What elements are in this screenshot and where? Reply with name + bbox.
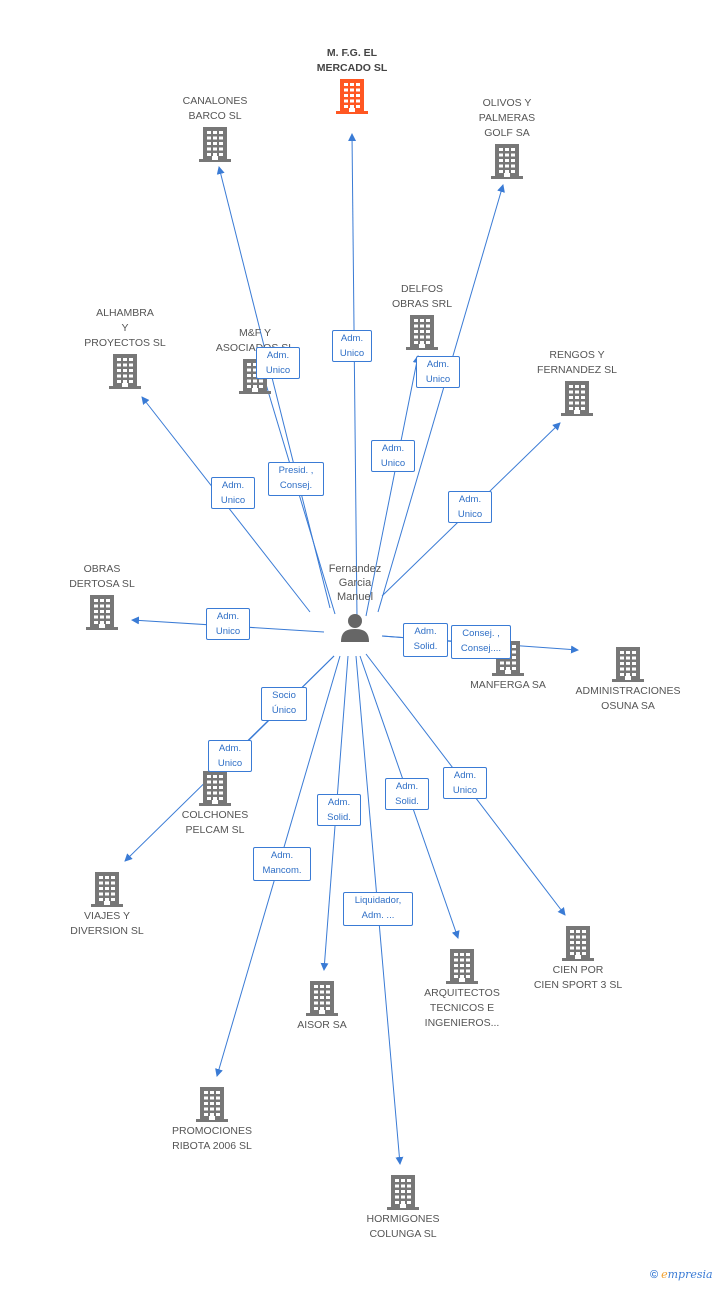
building-icon [336, 79, 368, 114]
relation-label-admin[interactable]: Consej. , Consej.... [451, 625, 511, 659]
company-node-aisor[interactable]: AISOR SA [257, 978, 387, 1033]
brand-logo: ©empresia [650, 1268, 713, 1281]
company-node-admin[interactable]: ADMINISTRACIONES OSUNA SA [563, 644, 693, 714]
relation-label-myf[interactable]: Presid. , Consej. [268, 462, 324, 496]
building-icon [612, 647, 644, 682]
company-name: DELFOS OBRAS SRL [391, 283, 453, 310]
relation-label-manferga[interactable]: Adm. Solid. [403, 623, 448, 657]
building-icon [196, 1087, 228, 1122]
company-node-arquitectos[interactable]: ARQUITECTOS TECNICOS E INGENIEROS... [397, 946, 527, 1031]
company-name: RENGOS Y FERNANDEZ SL [537, 349, 617, 376]
company-name: OLIVOS Y PALMERAS GOLF SA [478, 97, 536, 139]
company-name: PROMOCIONES RIBOTA 2006 SL [172, 1125, 252, 1152]
company-name: HORMIGONES COLUNGA SL [366, 1213, 440, 1240]
company-name: MANFERGA SA [470, 679, 546, 691]
company-node-colchones[interactable]: COLCHONES PELCAM SL [150, 768, 280, 838]
building-icon [491, 144, 523, 179]
copyright-icon: © [650, 1269, 659, 1281]
company-node-viajes[interactable]: VIAJES Y DIVERSION SL [42, 869, 172, 939]
person-node[interactable]: Fernandez Garcia Manuel [300, 562, 410, 642]
person-icon [341, 614, 369, 642]
company-node-rengos[interactable]: RENGOS Y FERNANDEZ SL [512, 348, 642, 418]
company-name: CANALONES BARCO SL [182, 95, 248, 122]
company-name: OBRAS DERTOSA SL [69, 563, 135, 590]
link-mfg [348, 133, 358, 619]
company-node-hormigones[interactable]: HORMIGONES COLUNGA SL [338, 1172, 468, 1242]
link-olivos [377, 184, 505, 613]
building-icon [306, 981, 338, 1016]
building-icon [199, 771, 231, 806]
company-node-canalones[interactable]: CANALONES BARCO SL [150, 94, 280, 164]
company-node-delfos[interactable]: DELFOS OBRAS SRL [357, 282, 487, 352]
company-name: CIEN POR CIEN SPORT 3 SL [533, 964, 623, 991]
building-icon [86, 595, 118, 630]
building-icon [109, 354, 141, 389]
relation-label-viajes[interactable]: Adm. Unico [208, 740, 252, 772]
company-node-obras[interactable]: OBRAS DERTOSA SL [37, 562, 167, 632]
company-name: ARQUITECTOS TECNICOS E INGENIEROS... [424, 987, 500, 1029]
company-node-cien[interactable]: CIEN POR CIEN SPORT 3 SL [513, 923, 643, 993]
company-name: M. F.G. EL MERCADO SL [316, 47, 388, 74]
relation-label-delfos[interactable]: Adm. Unico [371, 440, 415, 472]
person-name: Fernandez Garcia Manuel [328, 563, 382, 603]
company-name: AISOR SA [297, 1019, 347, 1031]
company-node-alhambra[interactable]: ALHAMBRA Y PROYECTOS SL [60, 306, 190, 391]
company-node-myf[interactable]: M&F Y ASOCIADOS SL [190, 326, 320, 396]
building-icon [561, 381, 593, 416]
brand-initial: e [661, 1268, 668, 1281]
relation-label-hormigones[interactable]: Liquidador, Adm. ... [343, 892, 413, 926]
link-delfos [365, 355, 421, 617]
company-name: M&F Y ASOCIADOS SL [215, 327, 294, 354]
relation-label-alhambra[interactable]: Adm. Unico [211, 477, 255, 509]
building-icon [446, 949, 478, 984]
company-node-promociones[interactable]: PROMOCIONES RIBOTA 2006 SL [147, 1084, 277, 1154]
building-icon [406, 315, 438, 350]
relation-label-colchones[interactable]: Socio Único [261, 687, 307, 721]
building-icon [387, 1175, 419, 1210]
relation-label-arquitectos[interactable]: Adm. Solid. [385, 778, 429, 810]
company-node-mfg[interactable]: M. F.G. EL MERCADO SL [287, 46, 417, 116]
building-icon [91, 872, 123, 907]
relation-label-olivos[interactable]: Adm. Unico [416, 356, 460, 388]
relation-label-cien[interactable]: Adm. Unico [443, 767, 487, 799]
company-name: ALHAMBRA Y PROYECTOS SL [84, 307, 166, 349]
relation-label-rengos[interactable]: Adm. Unico [448, 491, 492, 523]
company-name: ADMINISTRACIONES OSUNA SA [575, 685, 681, 712]
brand-name: mpresia [667, 1268, 713, 1281]
building-icon [562, 926, 594, 961]
company-name: COLCHONES PELCAM SL [181, 809, 249, 836]
relation-label-mfg[interactable]: Adm. Unico [332, 330, 372, 362]
building-icon [199, 127, 231, 162]
relation-label-promociones[interactable]: Adm. Mancom. [253, 847, 311, 881]
company-node-olivos[interactable]: OLIVOS Y PALMERAS GOLF SA [442, 96, 572, 181]
relation-label-aisor[interactable]: Adm. Solid. [317, 794, 361, 826]
relation-label-obras[interactable]: Adm. Unico [206, 608, 250, 640]
relation-label-canalones[interactable]: Adm. Unico [256, 347, 300, 379]
company-name: VIAJES Y DIVERSION SL [70, 910, 144, 937]
